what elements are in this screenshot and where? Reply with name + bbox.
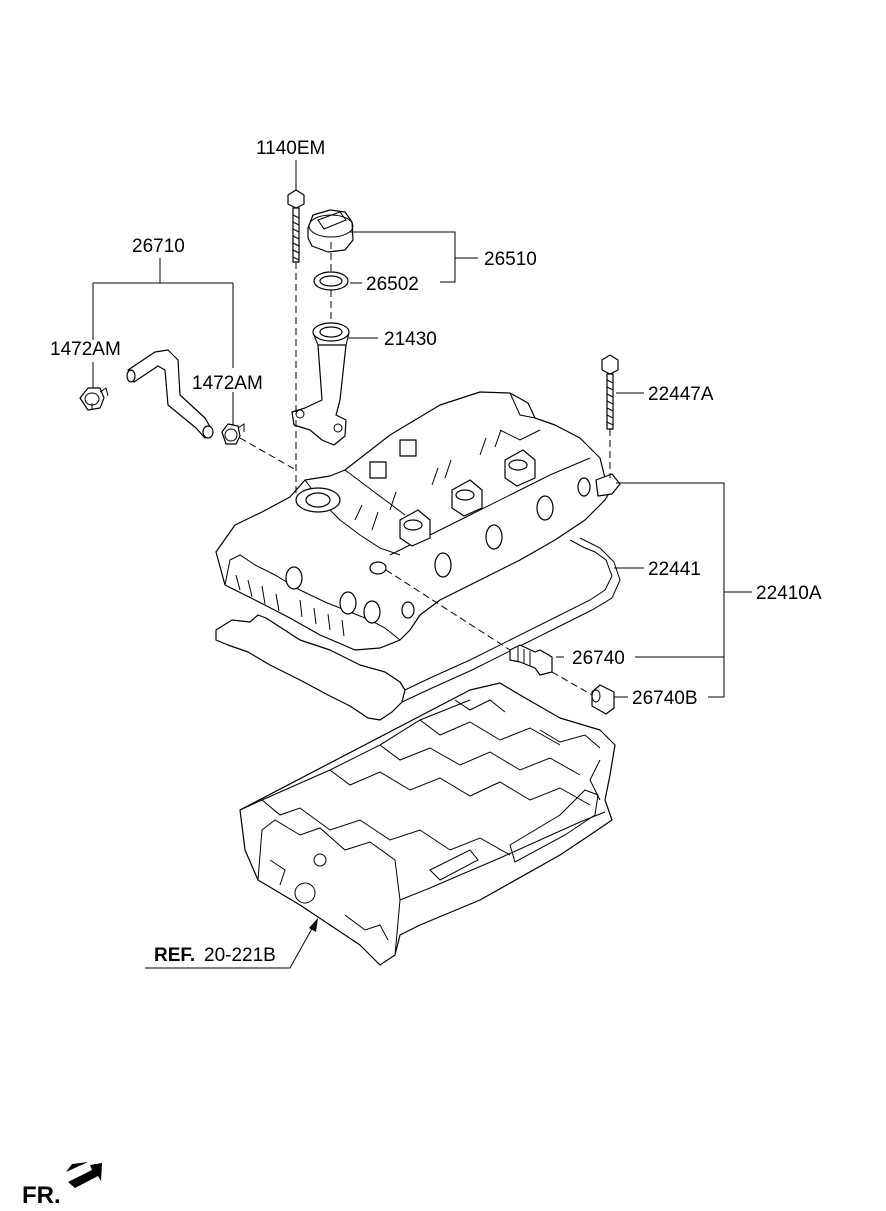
label-21430: 21430 xyxy=(384,329,437,350)
front-direction-arrow-icon xyxy=(66,1162,102,1188)
bolt-22447a xyxy=(601,354,619,430)
hose-clamp-left xyxy=(79,387,109,411)
label-22447a: 22447A xyxy=(648,384,714,405)
label-1472am-right: 1472AM xyxy=(192,373,263,394)
label-26710: 26710 xyxy=(132,236,185,257)
label-26502: 26502 xyxy=(366,274,419,295)
filler-cap-seal xyxy=(313,271,349,291)
leader-lines xyxy=(92,160,752,969)
hose-clamp-right xyxy=(221,423,245,445)
label-22441: 22441 xyxy=(648,559,701,580)
pcv-grommet xyxy=(591,684,615,715)
alignment-lines xyxy=(91,242,611,696)
ref-prefix: REF. xyxy=(154,945,195,966)
label-1140em: 1140EM xyxy=(256,138,325,159)
label-26510: 26510 xyxy=(484,249,537,270)
rocker-cover xyxy=(215,391,621,651)
label-22410a: 22410A xyxy=(756,583,822,604)
rocker-cover-gasket xyxy=(215,537,621,721)
front-direction-indicator: FR. xyxy=(22,1162,102,1209)
label-26740b: 26740B xyxy=(632,688,698,709)
cylinder-head xyxy=(239,682,616,966)
label-26740: 26740 xyxy=(572,648,625,669)
oil-filler-neck xyxy=(291,322,350,446)
oil-filler-cap xyxy=(307,209,354,253)
label-1472am-left: 1472AM xyxy=(50,339,121,360)
ref-code: 20-221B xyxy=(204,945,276,966)
bolt-1140em xyxy=(287,189,305,263)
pcv-valve xyxy=(509,644,553,676)
pcv-hose xyxy=(126,349,214,439)
front-direction-label: FR. xyxy=(22,1182,61,1209)
